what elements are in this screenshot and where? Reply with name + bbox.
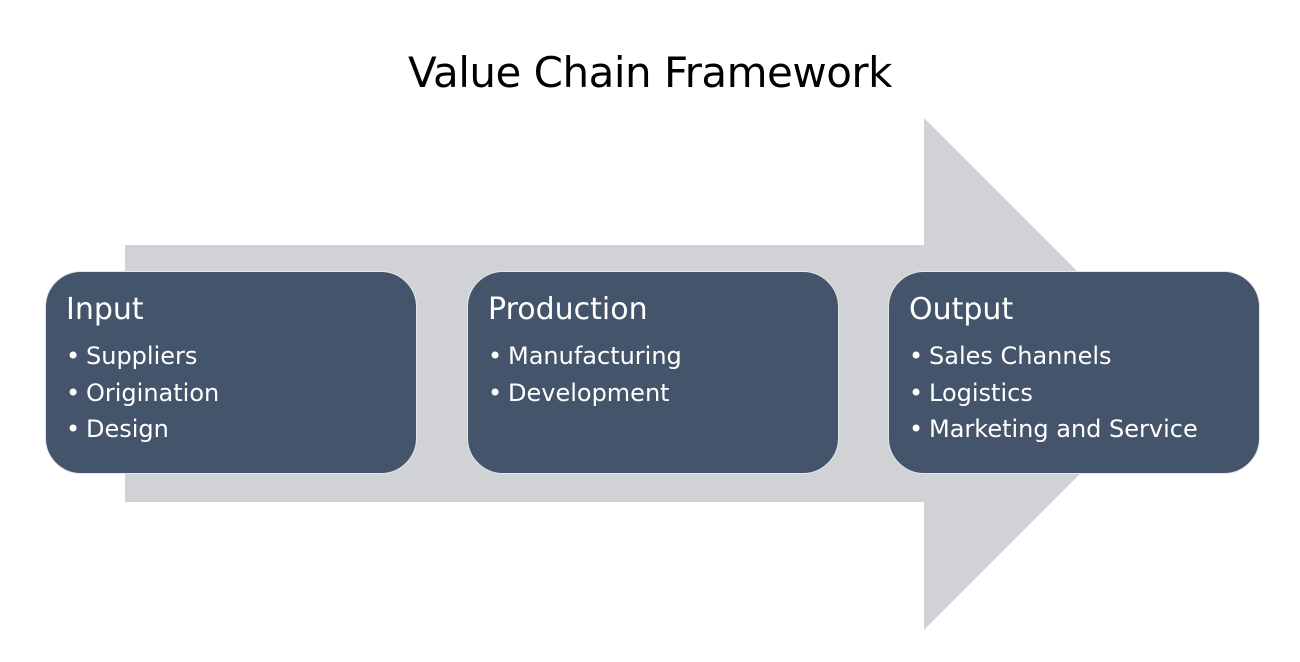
list-item: •Manufacturing bbox=[488, 338, 818, 375]
stage-heading: Production bbox=[488, 292, 648, 327]
list-item: •Development bbox=[488, 375, 818, 412]
list-item: •Design bbox=[66, 411, 396, 448]
list-item: •Marketing and Service bbox=[909, 411, 1239, 448]
stage-list: •Manufacturing •Development bbox=[488, 338, 818, 411]
bullet-icon: • bbox=[66, 378, 81, 407]
list-item: •Suppliers bbox=[66, 338, 396, 375]
stage-list: •Sales Channels •Logistics •Marketing an… bbox=[909, 338, 1239, 448]
list-item: •Logistics bbox=[909, 375, 1239, 412]
stage-heading: Input bbox=[66, 292, 144, 327]
list-item: •Origination bbox=[66, 375, 396, 412]
diagram-title: Value Chain Framework bbox=[407, 48, 893, 97]
stage-box-input: Input •Suppliers •Origination •Design bbox=[45, 271, 417, 474]
bullet-icon: • bbox=[488, 378, 503, 407]
bullet-icon: • bbox=[909, 342, 924, 370]
list-item: •Sales Channels bbox=[909, 338, 1239, 375]
bullet-icon: • bbox=[66, 415, 81, 443]
bullet-icon: • bbox=[488, 342, 503, 370]
bullet-icon: • bbox=[909, 415, 924, 443]
stage-heading: Output bbox=[909, 292, 1014, 327]
stage-box-output: Output •Sales Channels •Logistics •Marke… bbox=[888, 271, 1260, 474]
stage-box-production: Production •Manufacturing •Development bbox=[467, 271, 839, 474]
bullet-icon: • bbox=[909, 378, 924, 407]
stage-list: •Suppliers •Origination •Design bbox=[66, 338, 396, 448]
bullet-icon: • bbox=[66, 342, 81, 370]
